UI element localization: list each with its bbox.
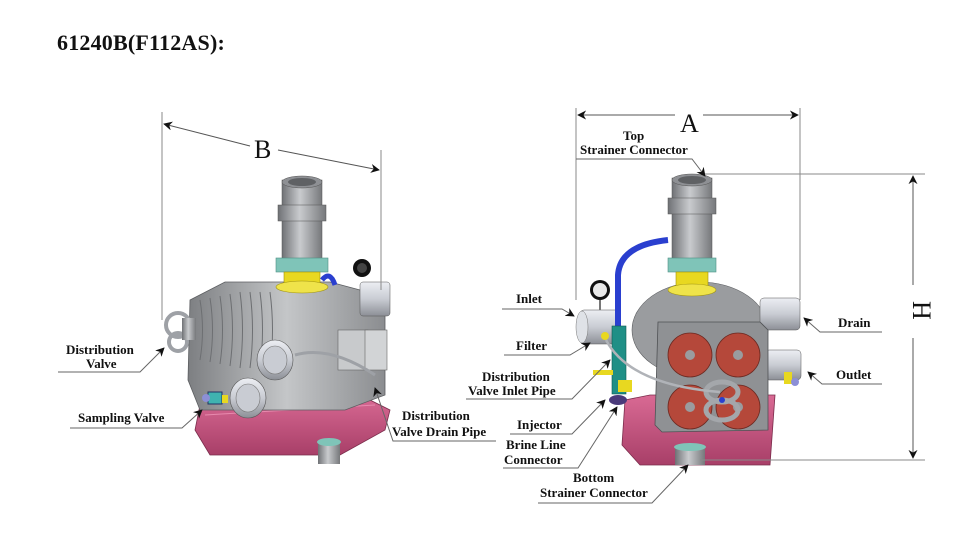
- callout-outlet: Outlet: [807, 367, 882, 385]
- svg-text:Distribution: Distribution: [402, 408, 471, 423]
- dimension-h-label: H: [907, 301, 936, 320]
- callout-drain: Drain: [803, 315, 882, 333]
- svg-text:Sampling Valve: Sampling Valve: [78, 410, 165, 425]
- callout-sampling-valve: Sampling Valve: [70, 409, 203, 429]
- svg-text:Injector: Injector: [517, 417, 562, 432]
- dimension-a-label: A: [680, 109, 699, 138]
- callout-injector: Injector: [510, 399, 606, 435]
- svg-text:Strainer Connector: Strainer Connector: [580, 142, 688, 157]
- svg-text:Drain: Drain: [838, 315, 871, 330]
- svg-text:Distribution: Distribution: [482, 369, 551, 384]
- page-title: 61240B(F112AS):: [57, 30, 225, 55]
- callout-distribution-valve: Distribution Valve: [58, 342, 165, 373]
- dimension-b: B: [161, 112, 382, 320]
- svg-text:Bottom: Bottom: [573, 470, 614, 485]
- callout-distribution-valve-drain-pipe: Distribution Valve Drain Pipe: [373, 387, 496, 442]
- svg-text:Filter: Filter: [516, 338, 547, 353]
- callout-brine-line-connector: Brine Line Connector: [503, 406, 618, 469]
- callout-distribution-valve-inlet-pipe: Distribution Valve Inlet Pipe: [466, 359, 611, 400]
- svg-text:Top: Top: [623, 128, 644, 143]
- callout-bottom-strainer-connector: Bottom Strainer Connector: [538, 464, 689, 504]
- svg-text:Valve Inlet Pipe: Valve Inlet Pipe: [468, 383, 556, 398]
- callout-top-strainer-connector: Top Strainer Connector: [576, 128, 706, 177]
- right-valve-illustration: [575, 173, 802, 466]
- dimension-b-label: B: [254, 135, 271, 164]
- left-valve-illustration: [164, 175, 391, 464]
- dimension-h: H: [700, 173, 936, 461]
- dimension-a: A: [575, 108, 801, 300]
- svg-text:Distribution: Distribution: [66, 342, 135, 357]
- svg-text:Valve Drain Pipe: Valve Drain Pipe: [392, 424, 486, 439]
- callout-inlet: Inlet: [502, 291, 575, 317]
- svg-text:Valve: Valve: [86, 356, 117, 371]
- svg-text:Outlet: Outlet: [836, 367, 872, 382]
- svg-text:Inlet: Inlet: [516, 291, 543, 306]
- svg-text:Connector: Connector: [504, 452, 563, 467]
- svg-text:Strainer Connector: Strainer Connector: [540, 485, 648, 500]
- callout-filter: Filter: [504, 338, 591, 356]
- svg-text:Brine Line: Brine Line: [506, 437, 566, 452]
